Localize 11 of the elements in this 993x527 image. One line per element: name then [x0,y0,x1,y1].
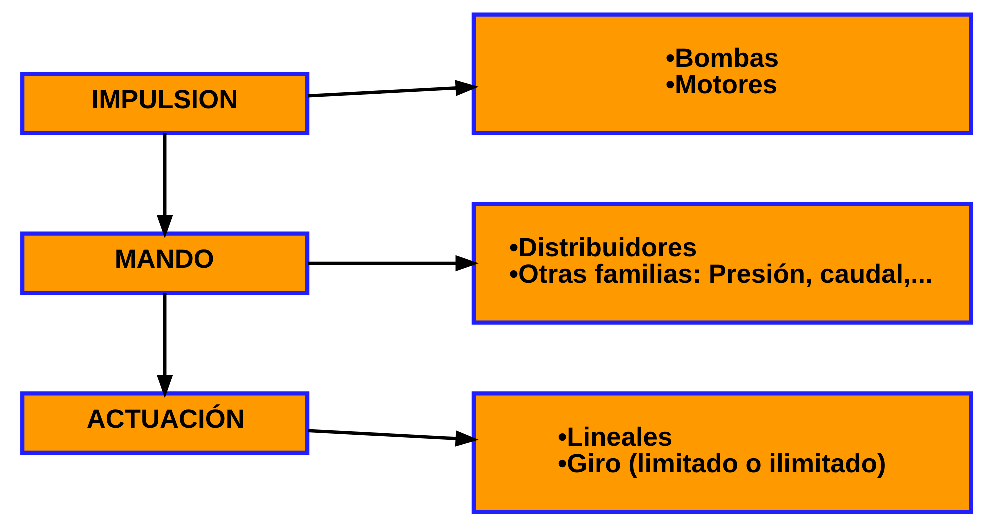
node-box: MANDO [20,232,310,296]
arrow [307,429,478,447]
node-box: •Bombas •Motores [471,12,973,136]
node-box: •Lineales •Giro (limitado o ilimitado) [471,392,973,514]
node-box: •Distribuidores •Otras familias: Presión, caudal,... [471,202,973,325]
arrow [308,255,478,272]
arrow [156,134,173,239]
arrow [156,293,173,398]
node-box: ACTUACIÓN [20,392,310,455]
node-box: IMPULSION [20,72,310,136]
arrow [307,80,478,98]
